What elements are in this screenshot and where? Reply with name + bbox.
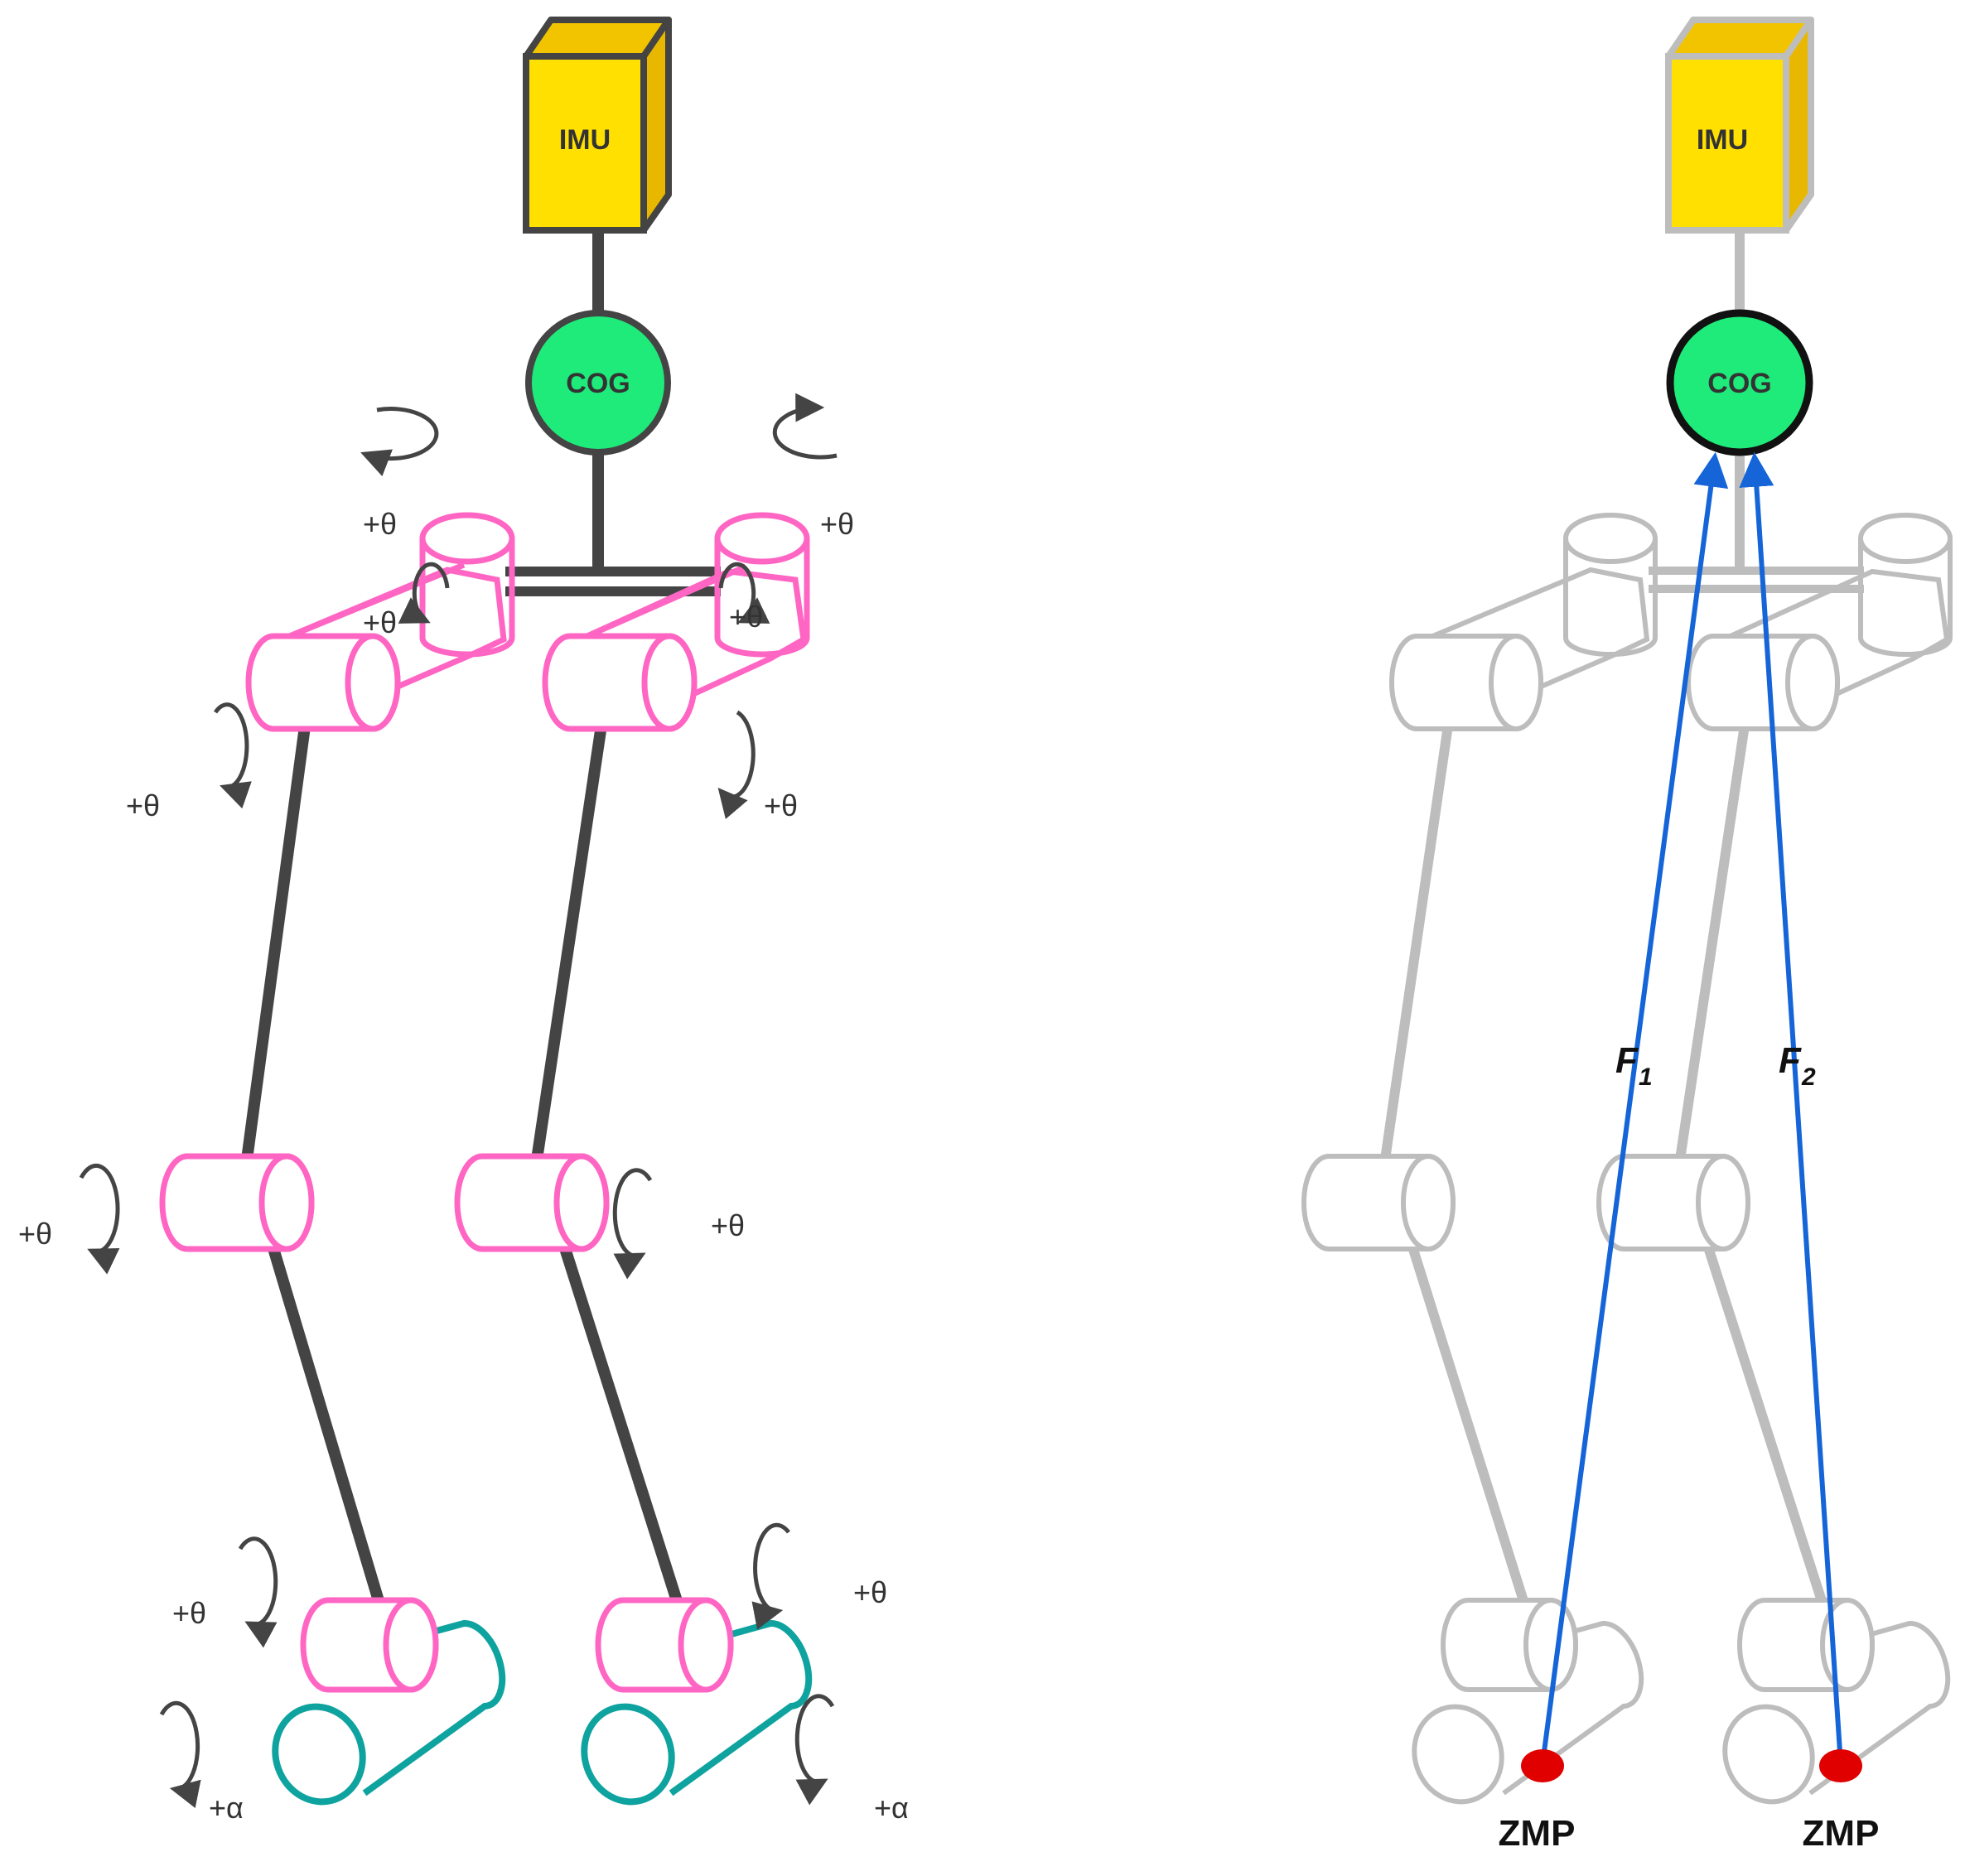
force-f1-subscript: 1 <box>1639 1063 1653 1091</box>
hip-roll-right-label: +θ <box>729 600 763 634</box>
hip-yaw-left-label: +θ <box>363 507 397 541</box>
right-robot: IMU <box>1301 17 1953 1854</box>
rotation-arrow-icon <box>751 1522 790 1630</box>
hip-yaw-joint-left <box>419 512 515 658</box>
rotation-arrow-icon <box>772 393 838 460</box>
hip-roll-left-label: +θ <box>363 605 397 639</box>
force-f1-letter: F <box>1615 1040 1639 1081</box>
rotation-arrow-icon <box>159 1700 201 1808</box>
rotation-arrow-icon <box>79 1163 120 1275</box>
rotation-arrow-icon <box>794 1694 835 1806</box>
cog-label: COG <box>566 368 630 399</box>
knee-joint-left <box>159 1153 315 1252</box>
cog-label: COG <box>1707 368 1771 399</box>
force-f2-letter: F <box>1779 1040 1802 1081</box>
rotation-arrow-icon <box>717 710 756 819</box>
hip-pitch-right-label: +θ <box>764 788 798 822</box>
imu-label: IMU <box>559 124 611 156</box>
ankle-roll-joint-left <box>272 1619 506 1806</box>
zmp-right-label: ZMP <box>1803 1813 1880 1854</box>
cog-circle: COG <box>525 310 671 456</box>
imu-box-ghost: IMU <box>1665 17 1814 234</box>
zmp-left-label: ZMP <box>1499 1813 1576 1854</box>
rotation-arrow-icon <box>360 407 439 477</box>
rotation-arrow-icon <box>718 562 770 624</box>
force-label-f2: F 2 <box>1779 1040 1816 1091</box>
force-f2-subscript: 2 <box>1801 1063 1816 1091</box>
pelvis-bar-ghost <box>1649 585 1864 593</box>
hip-yaw-joint-right <box>714 512 810 658</box>
ankle-pitch-joint-right <box>595 1597 734 1693</box>
ankle-pitch-left-label: +θ <box>172 1596 206 1630</box>
ankle-roll-right-label: +α <box>874 1791 909 1825</box>
left-leg-links <box>240 712 683 1606</box>
ankle-pitch-right-label: +θ <box>853 1575 887 1609</box>
hip-roll-housing-left <box>280 562 507 711</box>
imu-label: IMU <box>1697 124 1748 156</box>
ankle-pitch-joint-left <box>300 1597 439 1693</box>
pelvis-bar-bottom <box>505 586 721 596</box>
pelvis-bar-ghost <box>1649 567 1864 575</box>
ghost-leg-links <box>1379 713 1827 1605</box>
rotation-arrow-icon <box>238 1536 278 1648</box>
hip-yaw-right-label: +θ <box>820 507 854 541</box>
rotation-arrow-icon <box>213 702 252 809</box>
left-robot: IMU COG <box>18 17 909 1825</box>
cog-circle-highlight: COG <box>1666 309 1813 456</box>
knee-left-label: +θ <box>18 1217 52 1251</box>
force-vector-f2 <box>1739 451 1843 1765</box>
ghost-joints <box>1301 513 1953 1805</box>
pelvis-bar-top <box>505 567 721 576</box>
force-vector-f1 <box>1540 451 1729 1765</box>
rotation-arrow-icon <box>612 1168 653 1280</box>
hip-roll-housing-right <box>578 563 807 711</box>
force-label-f1: F 1 <box>1615 1040 1653 1091</box>
rotation-arrow-icon <box>398 562 450 624</box>
knee-joint-right <box>454 1153 610 1252</box>
imu-box: IMU <box>523 17 672 234</box>
knee-right-label: +θ <box>711 1208 745 1242</box>
hip-pitch-joint-left <box>245 633 401 732</box>
hip-pitch-left-label: +θ <box>126 788 160 822</box>
zmp-point-left <box>1521 1749 1564 1782</box>
ankle-roll-left-label: +α <box>209 1791 244 1825</box>
zmp-point-right <box>1819 1749 1862 1782</box>
hip-pitch-joint-right <box>542 633 698 732</box>
